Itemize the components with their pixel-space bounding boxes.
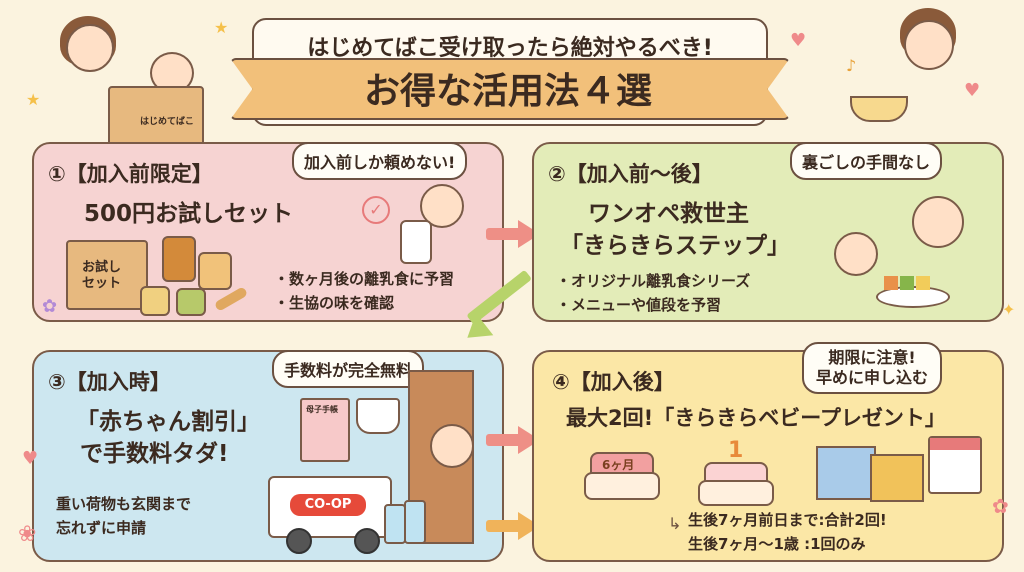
arrow-shaft: [486, 434, 522, 446]
delivery-truck-icon: CO-OP: [268, 476, 392, 538]
panel3-bubble: 手数料が完全無料: [272, 350, 425, 388]
panel3-line2: で手数料タダ!: [80, 441, 229, 467]
hajimete-box-icon: はじめてばこ: [108, 86, 204, 146]
panel1-heading: ①【加入前限定】: [48, 162, 213, 186]
music-note-icon: ♪: [846, 56, 857, 75]
cake-label-6months: 6ヶ月: [602, 458, 635, 472]
mother-face-icon: [66, 24, 114, 72]
baby-food-jar-icon: [198, 252, 232, 290]
panel2-line1: ワンオペ救世主: [588, 201, 749, 227]
panel3-note1: 重い荷物も玄関まで: [56, 495, 192, 513]
calendar-icon: [928, 436, 982, 494]
panel4-main: 最大2回!「きらきらベビープレゼント」: [566, 406, 946, 430]
tulip-icon: ❀: [18, 522, 37, 547]
baby-food-jar-icon: [176, 288, 206, 316]
title-ribbon: [230, 58, 790, 120]
food-cube-icon: [916, 276, 930, 290]
arrow-shaft: [486, 520, 522, 532]
panel2-bullet: ・オリジナル離乳食シリーズ: [556, 272, 751, 290]
panel2-bullet: ・メニューや値段を予習: [556, 296, 722, 314]
check-icon: ✓: [362, 196, 390, 224]
trial-box-icon: お試しセット: [66, 240, 148, 310]
wheel-icon: [354, 528, 380, 554]
panel3-note2: 忘れずに申請: [56, 519, 147, 537]
panel2-heading: ②【加入前〜後】: [548, 162, 713, 186]
baby-face-icon: [834, 232, 878, 276]
trial-box-label: お試しセット: [82, 260, 122, 291]
food-cube-icon: [900, 276, 914, 290]
panel3-heading: ③【加入時】: [48, 370, 171, 394]
flower-icon: ✿: [42, 296, 58, 317]
star-icon: ★: [214, 18, 229, 37]
wheel-icon: [286, 528, 312, 554]
heart-icon: ♥: [22, 448, 39, 469]
coop-logo: CO-OP: [290, 494, 366, 516]
heart-icon: ♥: [964, 80, 981, 101]
woman-receiving-icon: [430, 424, 474, 468]
maternal-handbook-icon: 母子手帳: [300, 398, 350, 462]
panel2-bubble: 裏ごしの手間なし: [790, 142, 943, 180]
sparkle-icon: ✦: [1002, 300, 1016, 319]
baby-food-jar-icon: [140, 286, 170, 316]
bubble-line: 早めに申し込む: [816, 368, 929, 387]
gift-box-icon: [870, 454, 924, 502]
food-cube-icon: [884, 276, 898, 290]
calendar-header: [930, 438, 980, 450]
panel4-note2: 生後7ヶ月〜1歳 :1回のみ: [688, 535, 866, 553]
star-icon: ★: [26, 90, 41, 109]
page-title: お得な活用法４選: [363, 71, 652, 112]
arrow-shaft: [486, 228, 522, 240]
panel1-bullet: ・数ヶ月後の離乳食に予習: [274, 270, 455, 288]
water-bottle-icon: [384, 504, 406, 544]
flower-icon: ✿: [992, 494, 1009, 518]
handbook-label: 母子手帳: [306, 405, 338, 414]
branch-arrow-icon: ↳: [668, 514, 682, 533]
cake-label-1: 1: [728, 438, 744, 463]
panel2-line2: 「きらきらステップ」: [560, 233, 790, 259]
baby-food-jar-icon: [162, 236, 196, 282]
mother-face-icon: [912, 196, 964, 248]
panel1-bubble: 加入前しか頼めない!: [292, 142, 468, 180]
subtitle: はじめてばこ受け取ったら絶対やるべき!: [307, 36, 713, 61]
cake-base-icon: [584, 472, 660, 500]
panel4-note1: 生後7ヶ月前日まで:合計2回!: [688, 511, 887, 529]
panel3-line1: 「赤ちゃん割引」: [76, 409, 260, 435]
diaper-icon: [356, 398, 400, 434]
gift-box-icon: [816, 446, 876, 500]
water-bottle-icon: [404, 500, 426, 544]
panel1-bullet: ・生協の味を確認: [274, 294, 395, 312]
panel4-heading: ④【加入後】: [552, 370, 675, 394]
bubble-line: 期限に注意!: [828, 348, 916, 367]
panel1-main: 500円お試しセット: [84, 201, 294, 227]
panel4-bubble: 期限に注意! 早めに申し込む: [802, 342, 943, 394]
heart-icon: ♥: [790, 30, 807, 51]
bowl-icon: [850, 96, 908, 122]
cake-base-icon: [698, 480, 774, 506]
box-label: はじめてばこ: [140, 117, 194, 127]
smartphone-icon: [400, 220, 432, 264]
mother-face-icon: [904, 20, 954, 70]
